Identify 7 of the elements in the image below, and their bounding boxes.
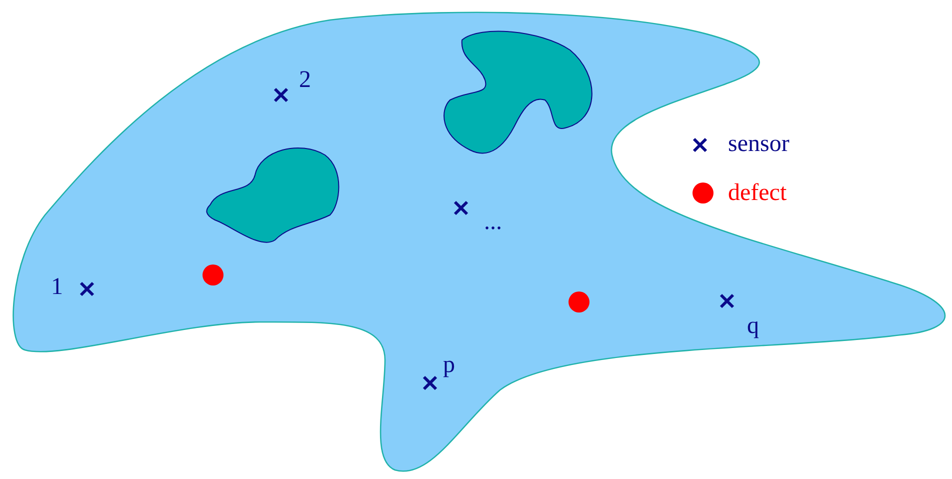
sensor-label: q [747, 314, 759, 338]
sensor-label: 2 [299, 68, 311, 92]
legend-text: defect [728, 181, 787, 205]
legend-text: sensor [728, 132, 790, 156]
sensor-label: p [443, 353, 455, 377]
sensor-label: ... [484, 210, 502, 234]
sensor-label: 1 [51, 275, 63, 299]
